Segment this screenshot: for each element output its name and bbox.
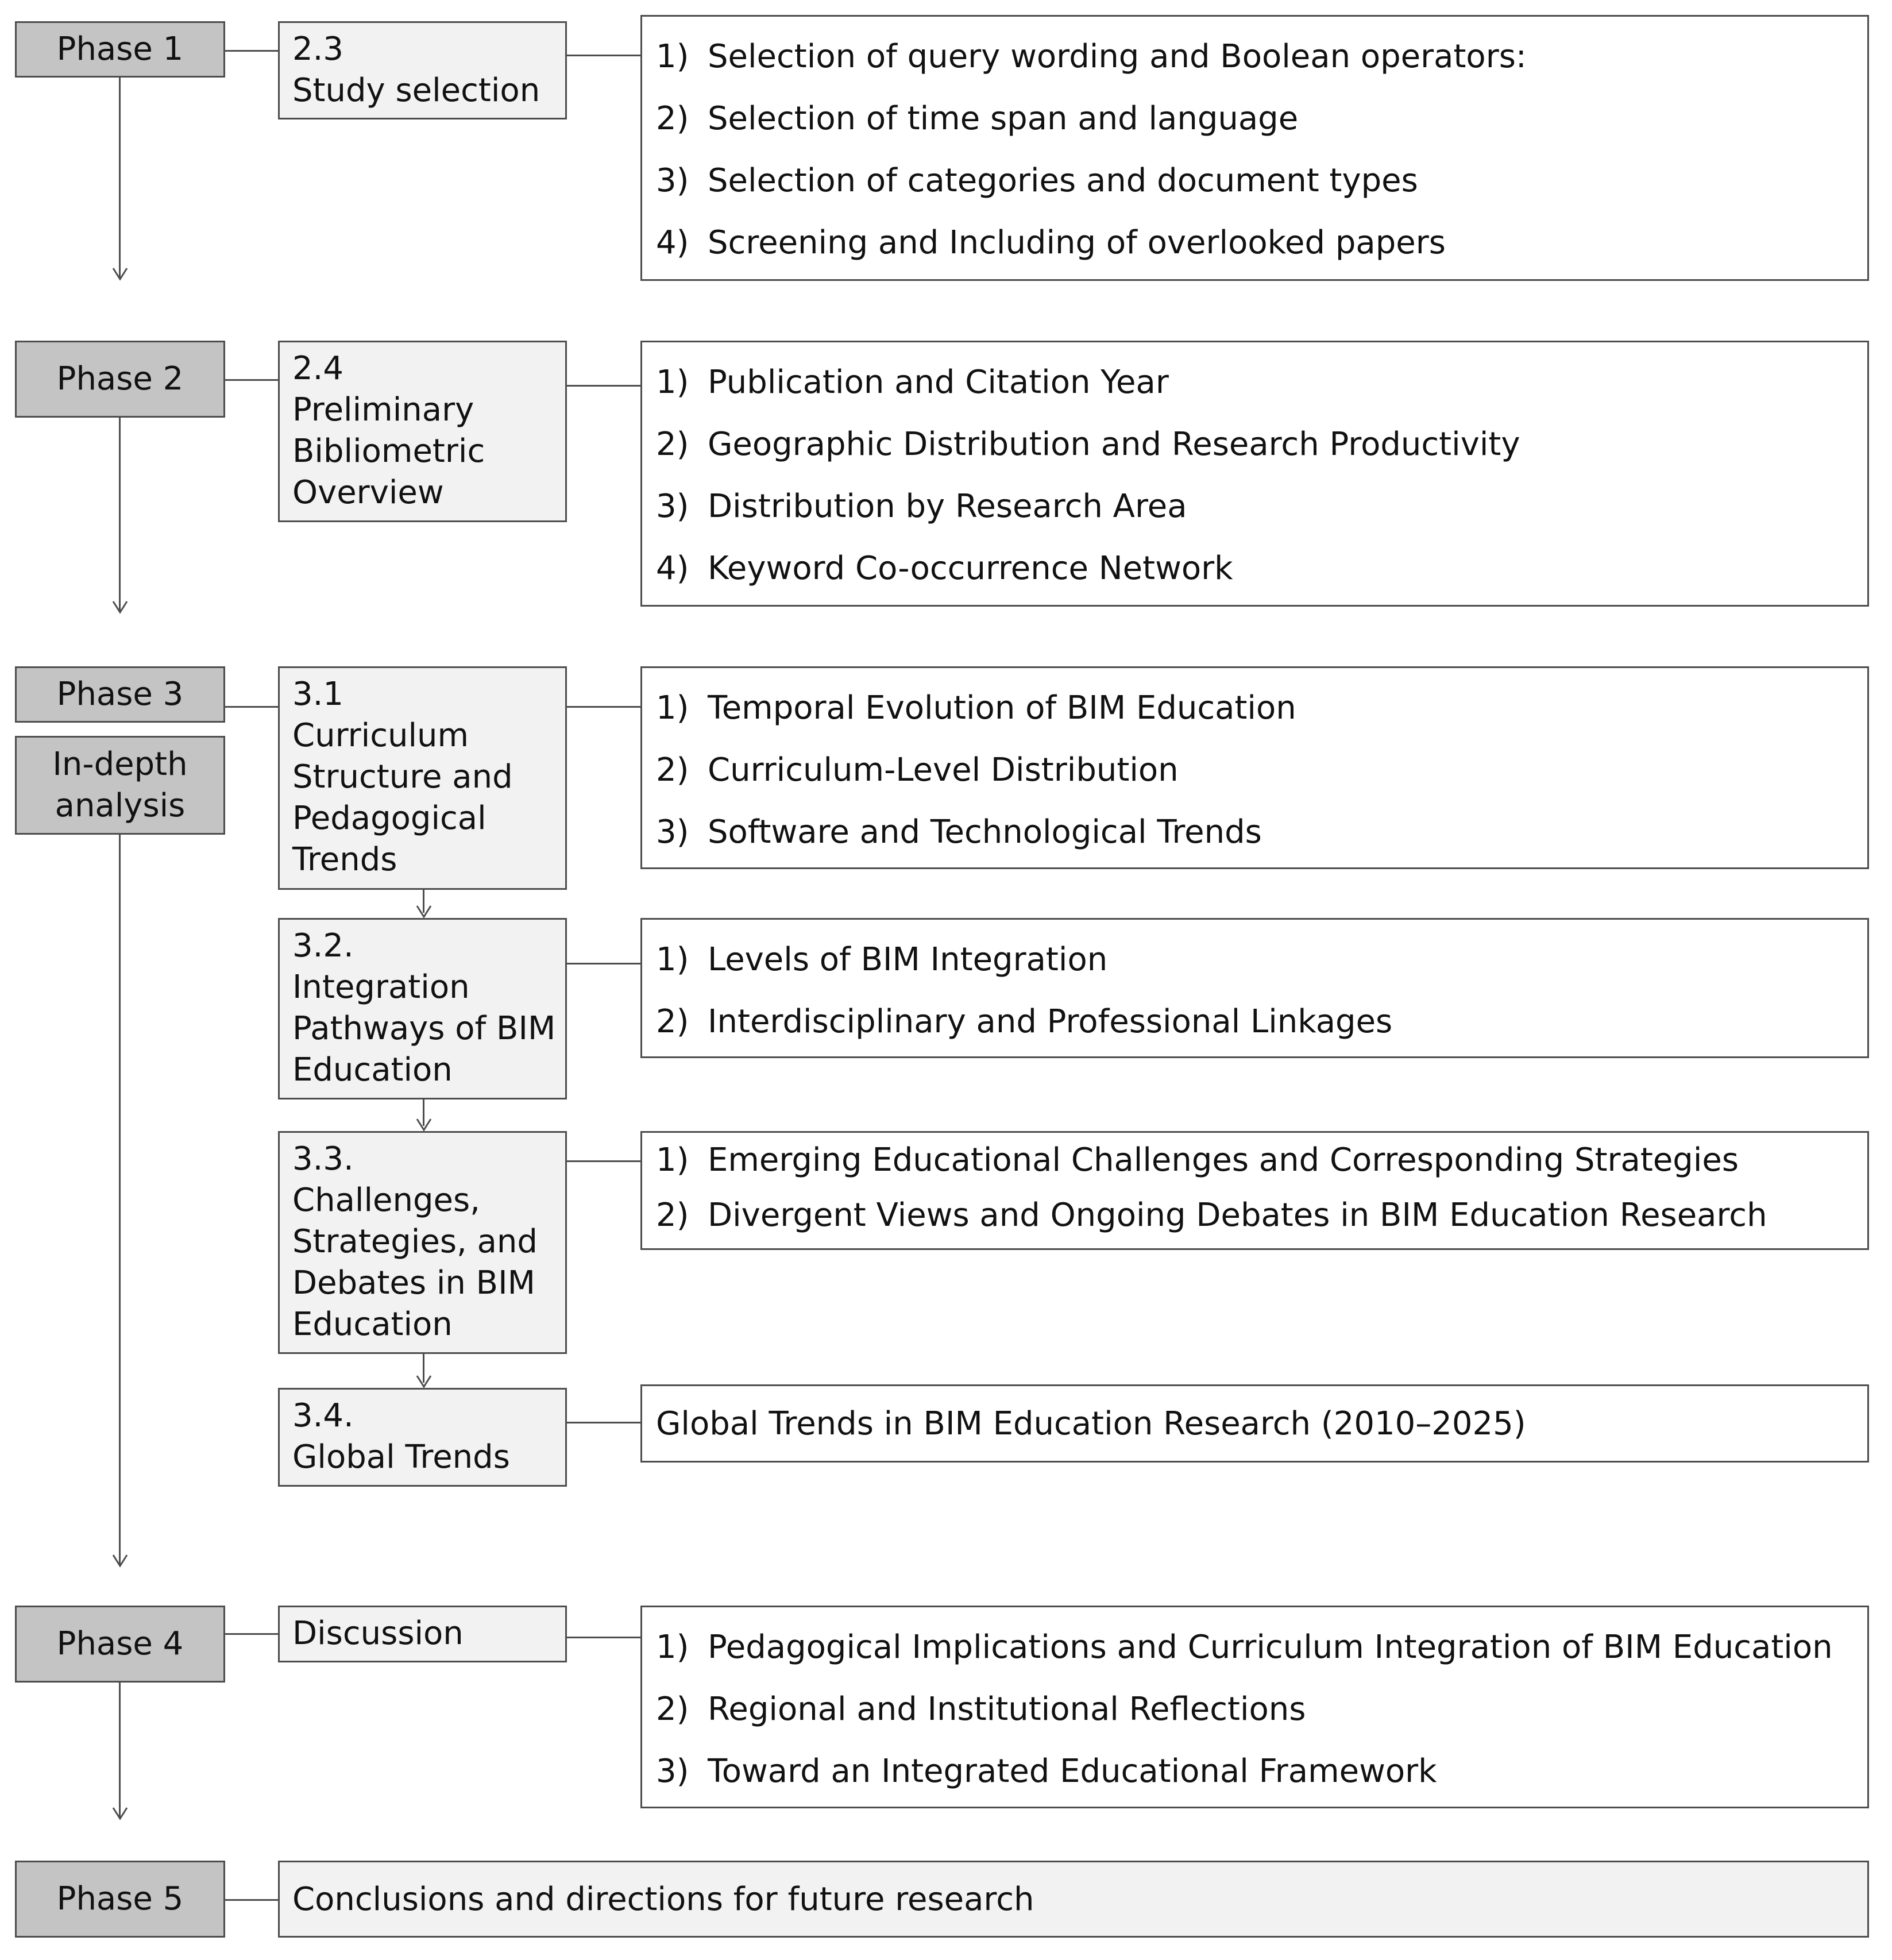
flow-line-phase3-phase4 xyxy=(119,835,121,1565)
detail-3-2-item-2: 2)Interdisciplinary and Professional Lin… xyxy=(656,1003,1393,1040)
section-2-4-title-line2: Bibliometric xyxy=(292,433,485,470)
connector-3-2-details xyxy=(567,963,640,964)
detail-4-item-3: 3)Toward an Integrated Educational Frame… xyxy=(656,1753,1437,1790)
details-3-2-box: 1)Levels of BIM Integration 2)Interdisci… xyxy=(640,918,1869,1058)
section-2-4-title-line1: Preliminary xyxy=(292,391,474,429)
connector-phase2-section xyxy=(225,379,278,381)
arrow-down-icon xyxy=(416,904,432,919)
detail-4-item-2: 2)Regional and Institutional Reflections xyxy=(656,1691,1306,1728)
details-3-4-box: Global Trends in BIM Education Research … xyxy=(640,1384,1869,1463)
detail-3-1-item-2: 2)Curriculum-Level Distribution xyxy=(656,751,1179,789)
detail-3-1-item-3: 3)Software and Technological Trends xyxy=(656,813,1262,851)
section-3-2-title-line1: Integration xyxy=(292,969,470,1006)
section-3-2-box: 3.2. Integration Pathways of BIM Educati… xyxy=(278,918,567,1099)
section-3-2-number: 3.2. xyxy=(292,927,354,964)
section-3-3-number: 3.3. xyxy=(292,1140,354,1178)
connector-phase3-section xyxy=(225,706,278,708)
arrow-down-icon xyxy=(112,600,128,615)
section-3-2-title-line3: Education xyxy=(292,1051,453,1089)
phase-5-box: Phase 5 xyxy=(15,1861,225,1938)
detail-2-4-item-3: 3)Distribution by Research Area xyxy=(656,488,1187,525)
connector-3-3-details xyxy=(567,1160,640,1162)
arrow-down-icon xyxy=(416,1374,432,1389)
in-depth-label-line2: analysis xyxy=(55,787,186,824)
section-2-4-box: 2.4 Preliminary Bibliometric Overview xyxy=(278,341,567,522)
flow-line-phase2-phase3 xyxy=(119,418,121,612)
section-3-3-title-line3: Debates in BIM xyxy=(292,1264,535,1302)
detail-3-2-item-1: 1)Levels of BIM Integration xyxy=(656,941,1108,978)
phase-3-label: Phase 3 xyxy=(56,676,184,713)
detail-3-3-item-1: 1)Emerging Educational Challenges and Co… xyxy=(656,1141,1739,1179)
phase-4-box: Phase 4 xyxy=(15,1606,225,1683)
section-3-3-title-line4: Education xyxy=(292,1306,453,1343)
section-3-3-title-line1: Challenges, xyxy=(292,1182,480,1219)
arrow-down-icon xyxy=(112,1806,128,1821)
phase-1-box: Phase 1 xyxy=(15,21,225,78)
connector-4-details xyxy=(567,1637,640,1638)
connector-3-1-details xyxy=(567,706,640,708)
flow-line-phase4-phase5 xyxy=(119,1683,121,1818)
phase-2-label: Phase 2 xyxy=(56,360,184,398)
detail-4-item-1: 1)Pedagogical Implications and Curriculu… xyxy=(656,1629,1833,1666)
flow-line-3-2-to-3-3 xyxy=(423,1099,424,1126)
in-depth-label-line1: In-depth xyxy=(52,746,188,783)
section-3-3-box: 3.3. Challenges, Strategies, and Debates… xyxy=(278,1131,567,1354)
section-3-1-title-line1: Curriculum xyxy=(292,717,469,754)
section-3-1-number: 3.1 xyxy=(292,676,344,713)
discussion-label: Discussion xyxy=(292,1615,464,1652)
phase-2-box: Phase 2 xyxy=(15,341,225,418)
section-3-4-title: Global Trends xyxy=(292,1438,510,1476)
detail-3-3-item-2: 2)Divergent Views and Ongoing Debates in… xyxy=(656,1197,1767,1234)
detail-3-1-item-1: 1)Temporal Evolution of BIM Education xyxy=(656,689,1296,727)
arrow-down-icon xyxy=(112,267,128,281)
section-3-1-title-line3: Pedagogical xyxy=(292,800,486,837)
section-2-3-box: 2.3 Study selection xyxy=(278,21,567,119)
phase-3-box: Phase 3 xyxy=(15,666,225,723)
connector-2-4-details xyxy=(567,385,640,387)
section-3-2-title-line2: Pathways of BIM xyxy=(292,1010,556,1047)
phase-1-label: Phase 1 xyxy=(56,30,184,68)
flow-line-3-1-to-3-2 xyxy=(423,890,424,913)
phase-4-label: Phase 4 xyxy=(56,1625,184,1662)
section-3-4-number: 3.4. xyxy=(292,1397,354,1434)
connector-3-4-details xyxy=(567,1422,640,1423)
phase-5-label: Phase 5 xyxy=(56,1880,184,1917)
detail-2-3-item-3: 3)Selection of categories and document t… xyxy=(656,162,1418,199)
section-2-3-number: 2.3 xyxy=(292,30,344,68)
section-3-1-title-line4: Trends xyxy=(292,841,397,878)
connector-phase5-section xyxy=(225,1899,278,1901)
section-2-3-title: Study selection xyxy=(292,72,540,109)
section-3-3-title-line2: Strategies, and xyxy=(292,1223,538,1260)
details-4-box: 1)Pedagogical Implications and Curriculu… xyxy=(640,1606,1869,1808)
arrow-down-icon xyxy=(416,1117,432,1132)
detail-2-4-item-1: 1)Publication and Citation Year xyxy=(656,364,1169,401)
section-2-4-number: 2.4 xyxy=(292,350,344,387)
flow-line-phase1-phase2 xyxy=(119,78,121,279)
conclusion-box: Conclusions and directions for future re… xyxy=(278,1861,1869,1938)
section-2-4-title-line3: Overview xyxy=(292,474,444,511)
details-2-3-box: 1)Selection of query wording and Boolean… xyxy=(640,15,1869,281)
conclusion-label: Conclusions and directions for future re… xyxy=(292,1880,1034,1918)
detail-3-4-item: Global Trends in BIM Education Research … xyxy=(656,1405,1526,1442)
section-3-1-box: 3.1 Curriculum Structure and Pedagogical… xyxy=(278,666,567,890)
connector-phase1-section xyxy=(225,50,278,52)
detail-2-4-item-2: 2)Geographic Distribution and Research P… xyxy=(656,426,1520,463)
detail-2-3-item-1: 1)Selection of query wording and Boolean… xyxy=(656,38,1527,75)
connector-2-3-details xyxy=(567,55,640,56)
section-3-4-box: 3.4. Global Trends xyxy=(278,1388,567,1487)
details-3-3-box: 1)Emerging Educational Challenges and Co… xyxy=(640,1131,1869,1250)
detail-2-3-item-4: 4)Screening and Including of overlooked … xyxy=(656,224,1446,261)
flow-line-3-3-to-3-4 xyxy=(423,1354,424,1383)
section-3-1-title-line2: Structure and xyxy=(292,758,513,796)
in-depth-analysis-box: In-depth analysis xyxy=(15,736,225,835)
connector-phase4-section xyxy=(225,1633,278,1635)
detail-2-3-item-2: 2)Selection of time span and language xyxy=(656,100,1299,137)
arrow-down-icon xyxy=(112,1553,128,1568)
details-2-4-box: 1)Publication and Citation Year 2)Geogra… xyxy=(640,341,1869,607)
discussion-box: Discussion xyxy=(278,1606,567,1662)
details-3-1-box: 1)Temporal Evolution of BIM Education 2)… xyxy=(640,666,1869,869)
detail-2-4-item-4: 4)Keyword Co-occurrence Network xyxy=(656,550,1233,587)
